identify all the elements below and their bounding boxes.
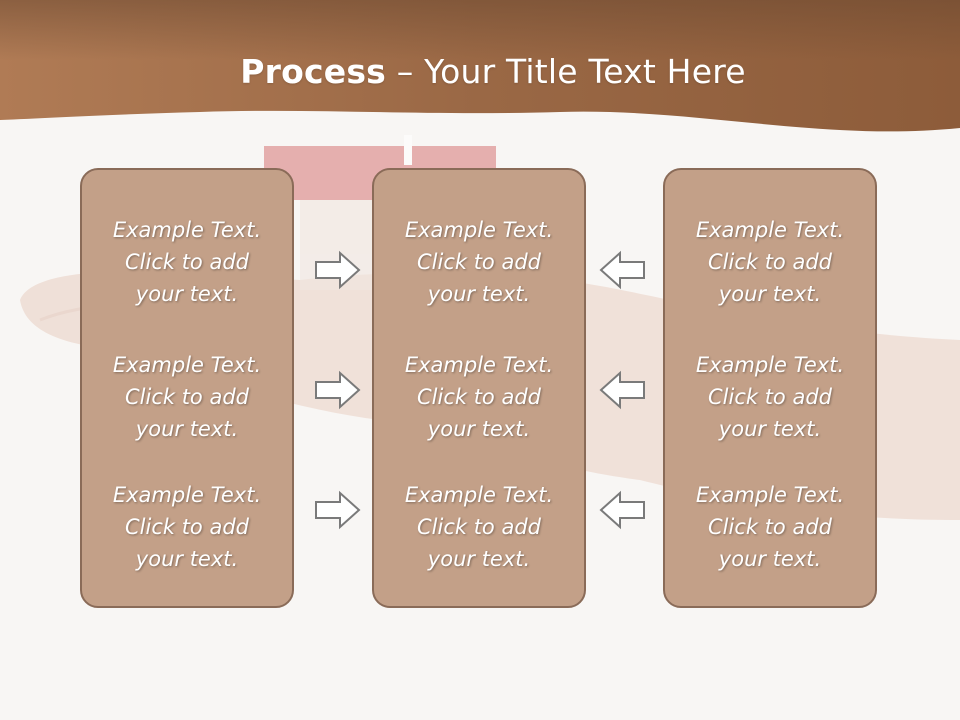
right-arrow-icon: [315, 370, 361, 410]
panel-2-text-3[interactable]: Example Text. Click to add your text.: [404, 483, 554, 571]
panel-3-text-2[interactable]: Example Text. Click to add your text.: [695, 353, 845, 441]
right-arrow-icon: [315, 250, 361, 290]
left-arrow-icon: [599, 490, 645, 530]
panel-1-text-1[interactable]: Example Text. Click to add your text.: [112, 218, 262, 306]
panel-3-text-1[interactable]: Example Text. Click to add your text.: [695, 218, 845, 306]
left-arrow-icon: [599, 370, 645, 410]
panel-2-text-2[interactable]: Example Text. Click to add your text.: [404, 353, 554, 441]
process-panel-3[interactable]: Example Text. Click to add your text. Ex…: [663, 168, 877, 608]
process-panel-2[interactable]: Example Text. Click to add your text. Ex…: [372, 168, 586, 608]
panel-1-text-3[interactable]: Example Text. Click to add your text.: [112, 483, 262, 571]
panel-1-text-2[interactable]: Example Text. Click to add your text.: [112, 353, 262, 441]
right-arrow-icon: [315, 490, 361, 530]
process-panel-1[interactable]: Example Text. Click to add your text. Ex…: [80, 168, 294, 608]
slide-title: Process – Your Title Text Here: [240, 52, 746, 91]
left-arrow-icon: [599, 250, 645, 290]
panel-3-text-3[interactable]: Example Text. Click to add your text.: [695, 483, 845, 571]
panel-2-text-1[interactable]: Example Text. Click to add your text.: [404, 218, 554, 306]
